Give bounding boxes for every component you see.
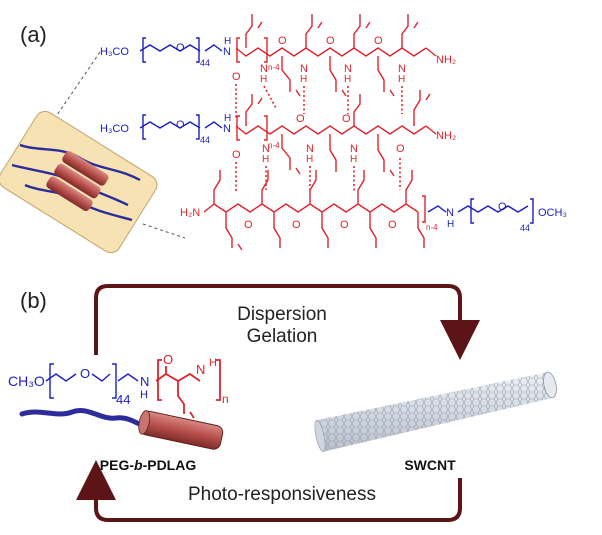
svg-text:N: N	[300, 63, 308, 75]
svg-text:H: H	[447, 219, 454, 230]
swcnt-label: SWCNT	[404, 457, 456, 473]
svg-text:H: H	[398, 74, 405, 85]
svg-text:O: O	[232, 149, 241, 161]
svg-text:O: O	[292, 219, 301, 231]
polypeptide-chain-1: n-4 NH₂ O O O O N H N H N H N H	[232, 14, 456, 97]
svg-text:CH₃O: CH₃O	[8, 373, 45, 389]
photo-responsiveness-label: Photo-responsiveness	[188, 484, 376, 505]
svg-text:44: 44	[200, 135, 210, 145]
svg-text:NH₂: NH₂	[436, 130, 456, 142]
swcnt-nanotube	[314, 371, 557, 452]
svg-text:NH₂: NH₂	[436, 54, 456, 66]
top-cycle-arrow	[94, 284, 480, 360]
svg-text:O: O	[374, 35, 383, 47]
svg-text:H: H	[350, 154, 357, 165]
svg-text:O: O	[176, 119, 185, 131]
svg-text:O: O	[340, 219, 349, 231]
svg-text:H: H	[260, 74, 267, 85]
svg-text:N: N	[196, 362, 205, 377]
svg-text:44: 44	[116, 392, 130, 407]
hbonds-1-2	[235, 84, 403, 118]
svg-text:OCH₃: OCH₃	[538, 207, 567, 219]
svg-text:44: 44	[520, 223, 530, 233]
svg-text:H: H	[262, 154, 269, 165]
svg-text:n-4: n-4	[268, 141, 280, 150]
svg-text:O: O	[388, 219, 397, 231]
peg-pdlag-formula: CH₃O O 44 N H O N H n	[8, 352, 229, 419]
svg-text:O: O	[326, 35, 335, 47]
svg-text:H: H	[306, 154, 313, 165]
svg-text:O: O	[498, 201, 507, 213]
svg-text:O: O	[163, 352, 173, 367]
polymer-rod-cartoon	[19, 408, 224, 450]
svg-text:H: H	[140, 389, 148, 401]
svg-text:n-4: n-4	[268, 63, 280, 72]
svg-text:H: H	[344, 74, 351, 85]
zoom-line-bottom	[142, 223, 186, 239]
gelation-label: Gelation	[247, 326, 318, 347]
micelle-card	[0, 110, 158, 254]
svg-text:n: n	[222, 392, 229, 406]
peg-chain-1: H₃CO O 44 N H	[100, 36, 231, 68]
svg-text:N: N	[262, 143, 270, 155]
svg-text:H: H	[209, 357, 217, 369]
svg-text:O: O	[396, 143, 405, 155]
svg-text:N: N	[350, 143, 358, 155]
panel-a-label: (a)	[20, 22, 47, 47]
svg-text:O: O	[296, 113, 305, 125]
svg-text:N: N	[260, 63, 268, 75]
svg-text:N: N	[140, 374, 149, 389]
dispersion-label: Dispersion	[237, 304, 327, 325]
svg-text:H: H	[224, 36, 231, 47]
svg-text:H: H	[224, 113, 231, 124]
svg-text:O: O	[278, 35, 287, 47]
svg-text:N: N	[446, 207, 454, 219]
svg-text:H₂N: H₂N	[180, 207, 200, 219]
svg-text:H: H	[300, 74, 307, 85]
svg-text:O: O	[244, 219, 253, 231]
hbonds-2-3	[235, 158, 401, 192]
polypeptide-chain-2: n-4 NH₂ O O O N H N H N H O	[232, 90, 456, 177]
svg-text:O: O	[176, 42, 185, 54]
polymer-name-label: PEG-b-PDLAG	[100, 457, 197, 473]
peg-chain-3: N H O 44 OCH₃	[427, 198, 567, 233]
polypeptide-chain-3: H₂N n-4 O O O O	[180, 170, 438, 251]
svg-text:N: N	[223, 46, 231, 58]
svg-text:O: O	[342, 113, 351, 125]
svg-text:44: 44	[200, 58, 210, 68]
svg-text:N: N	[306, 143, 314, 155]
svg-text:N: N	[398, 63, 406, 75]
panel-b-label: (b)	[20, 288, 47, 313]
svg-text:O: O	[232, 71, 241, 83]
svg-text:O: O	[80, 366, 90, 381]
svg-text:H₃CO: H₃CO	[100, 46, 129, 58]
svg-text:n-4: n-4	[426, 223, 438, 232]
svg-text:H₃CO: H₃CO	[100, 123, 129, 135]
peg-chain-2: H₃CO O 44 N H	[100, 113, 231, 145]
bottom-cycle-arrow	[76, 460, 462, 522]
svg-text:N: N	[223, 123, 231, 135]
svg-text:N: N	[344, 63, 352, 75]
